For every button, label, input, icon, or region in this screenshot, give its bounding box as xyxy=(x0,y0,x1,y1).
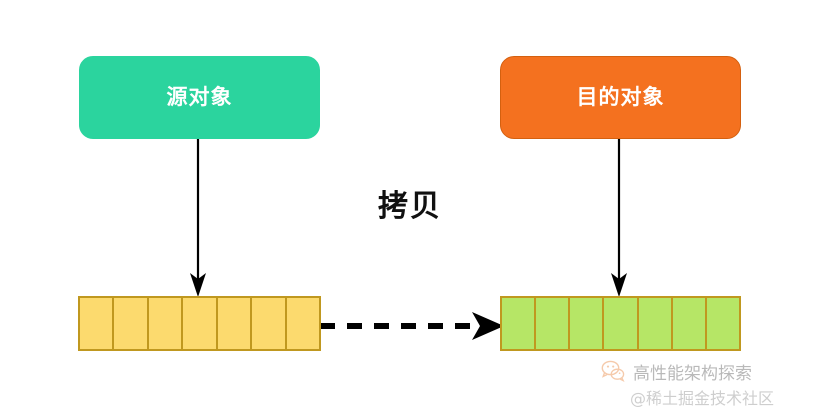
array-cell xyxy=(672,298,707,349)
array-cell xyxy=(217,298,253,349)
array-cell xyxy=(570,298,605,349)
array-cell xyxy=(502,298,537,349)
watermark-title: 高性能架构探索 xyxy=(633,363,752,384)
source-memory-array xyxy=(78,296,321,351)
source-object-label: 源对象 xyxy=(166,85,233,109)
array-cell xyxy=(114,298,149,349)
destination-object-box: 目的对象 xyxy=(500,56,741,139)
array-cell xyxy=(252,298,287,349)
wechat-icon xyxy=(601,360,625,382)
array-cell xyxy=(148,298,184,349)
array-cell xyxy=(286,298,319,349)
copy-dashed-arrow-icon xyxy=(320,312,504,340)
array-cell xyxy=(604,298,639,349)
source-pointer-arrow-icon xyxy=(190,139,206,297)
array-cell xyxy=(80,298,115,349)
destination-pointer-arrow-icon xyxy=(611,139,627,297)
array-cell xyxy=(706,298,739,349)
array-cell xyxy=(536,298,571,349)
array-cell xyxy=(638,298,673,349)
destination-memory-array xyxy=(500,296,741,351)
destination-object-label: 目的对象 xyxy=(576,85,665,109)
watermark: 高性能架构探索 @稀土掘金技术社区 xyxy=(600,358,818,414)
source-object-box: 源对象 xyxy=(79,56,320,139)
array-cell xyxy=(183,298,218,349)
copy-label: 拷贝 xyxy=(378,189,442,224)
watermark-title-row: 高性能架构探索 xyxy=(600,358,818,384)
watermark-subtitle: @稀土掘金技术社区 xyxy=(630,389,775,408)
